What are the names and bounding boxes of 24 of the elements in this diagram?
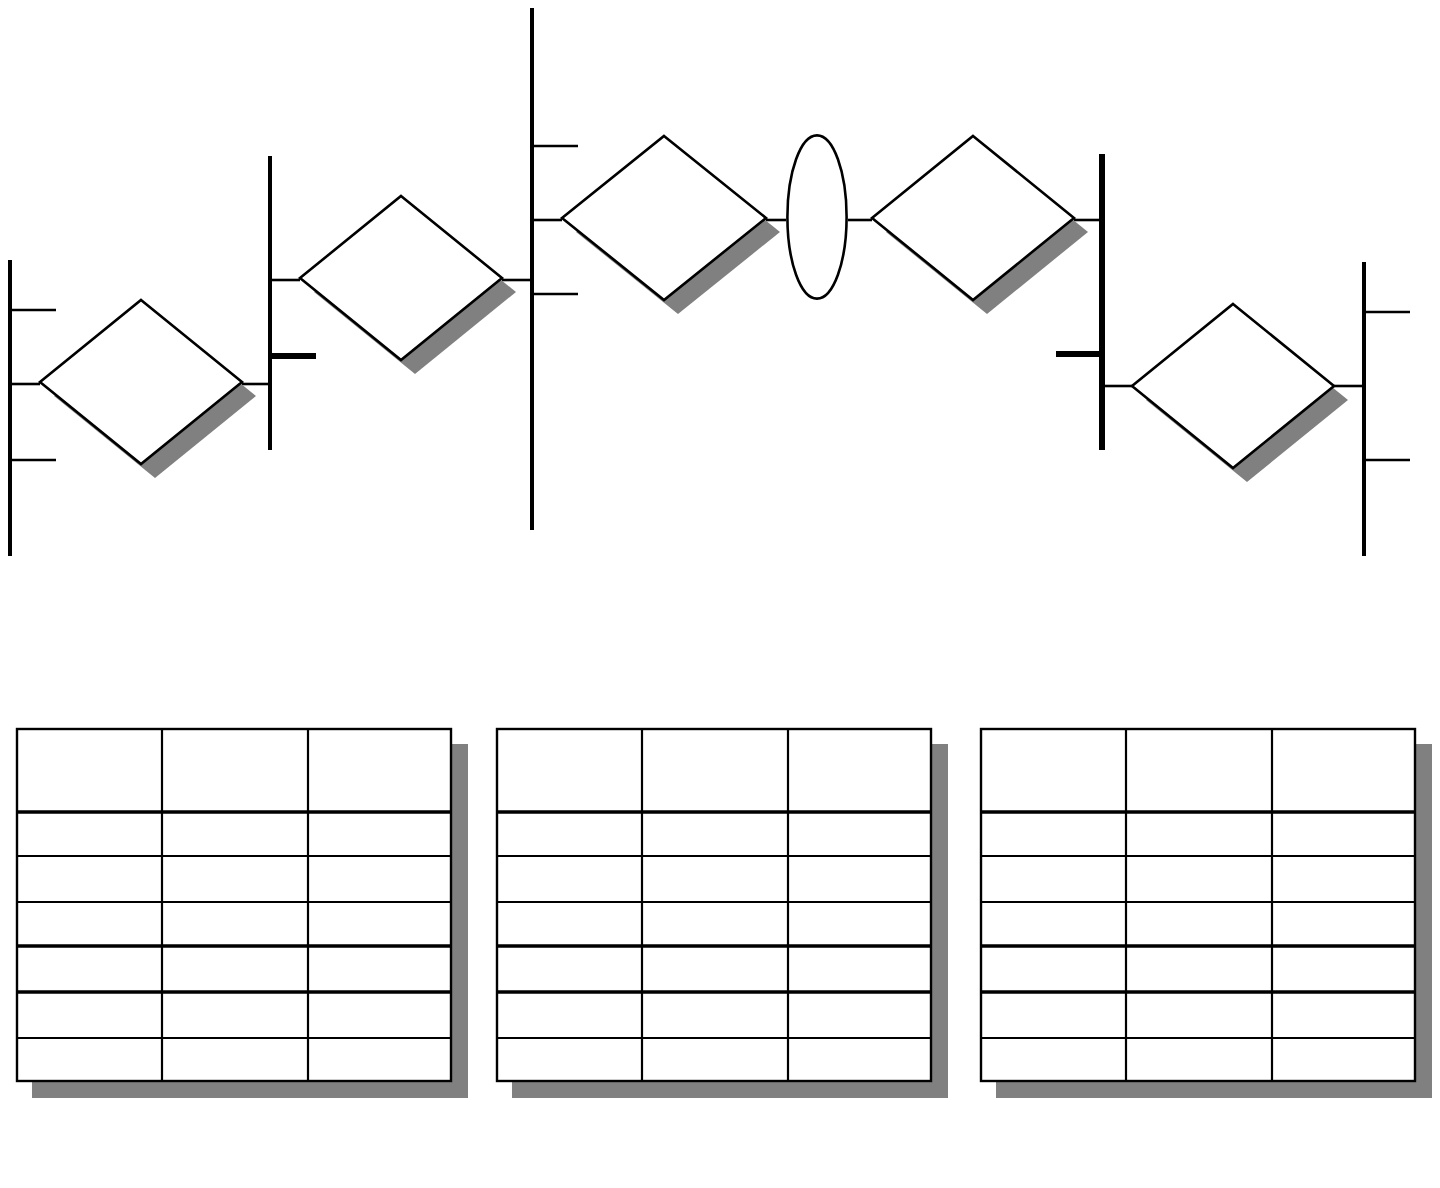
diamond-shape [872, 136, 1088, 314]
ellipse-shape [786, 134, 848, 300]
diamond-shape [562, 136, 780, 314]
connector-line [1334, 384, 1364, 388]
connector-line [766, 218, 786, 222]
bus-bar [8, 260, 56, 556]
connector-line [848, 218, 872, 222]
connector-line [1102, 384, 1132, 388]
diamond-shape [1132, 304, 1348, 482]
bus-bar [1056, 154, 1105, 450]
diamond-shape [40, 300, 256, 478]
connector-line [502, 278, 532, 282]
diamond-shape [300, 196, 516, 374]
table-drawing [16, 728, 468, 1098]
table-drawing [496, 728, 948, 1098]
table-drawing [980, 728, 1432, 1098]
connector-line [10, 382, 40, 386]
bus-bar [268, 156, 316, 450]
connector-line [1074, 218, 1102, 222]
connector-line [532, 218, 562, 222]
connector-line [270, 278, 300, 282]
connector-line [242, 382, 270, 386]
bus-bar [530, 8, 578, 530]
bus-bar [1362, 262, 1410, 556]
